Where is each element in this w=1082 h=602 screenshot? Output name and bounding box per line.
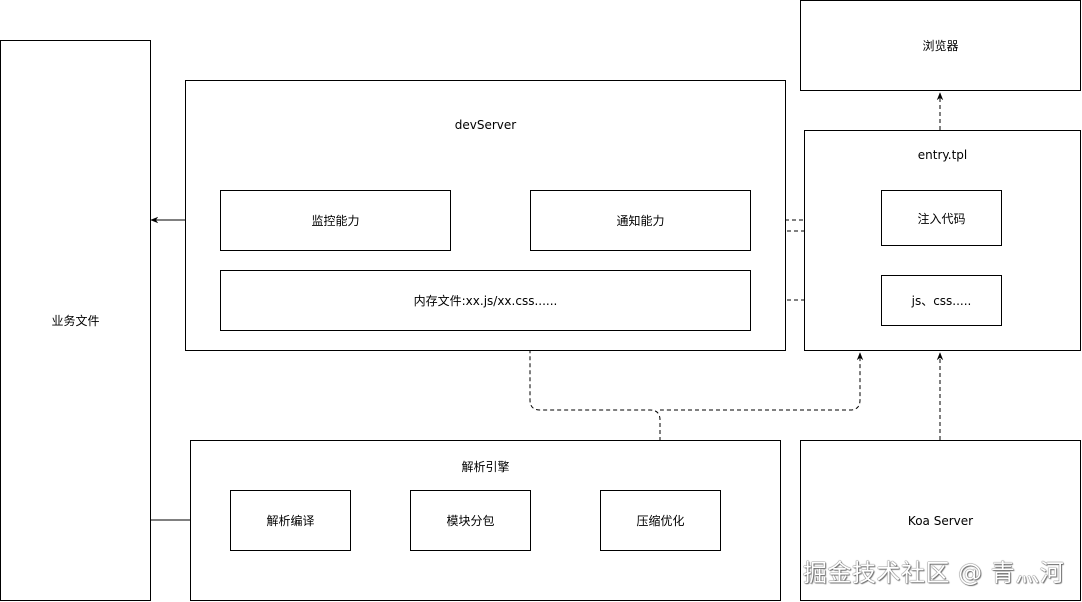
notify-label: 通知能力 [616, 214, 665, 228]
monitor-node: 监控能力 [220, 190, 451, 251]
compress-optimize-node: 压缩优化 [600, 490, 721, 551]
js-css-node: js、css..... [881, 275, 1002, 326]
module-bundle-node: 模块分包 [410, 490, 531, 551]
business-files-node: 业务文件 [0, 40, 151, 601]
parse-compile-node: 解析编译 [230, 490, 351, 551]
watermark: 掘金技术社区 @ 青灬河 [803, 559, 1065, 587]
inject-code-node: 注入代码 [881, 190, 1002, 246]
memory-files-node: 内存文件:xx.js/xx.css...... [220, 270, 751, 331]
entry-tpl-label: entry.tpl [917, 148, 968, 162]
notify-node: 通知能力 [530, 190, 751, 251]
module-bundle-label: 模块分包 [446, 514, 495, 528]
edge-compress-to-memory-files [526, 332, 661, 490]
business-files-label: 业务文件 [51, 314, 100, 328]
js-css-label: js、css..... [911, 294, 972, 308]
inject-code-label: 注入代码 [917, 211, 966, 226]
parse-compile-label: 解析编译 [266, 514, 315, 528]
browser-node: 浏览器 [800, 0, 1081, 91]
dev-server-label: devServer [454, 118, 517, 132]
memory-files-label: 内存文件:xx.js/xx.css...... [413, 294, 558, 308]
compress-optimize-label: 压缩优化 [636, 514, 685, 528]
browser-label: 浏览器 [922, 39, 959, 53]
koa-server-label: Koa Server [907, 513, 974, 528]
edge-compress-to-entry-tpl [660, 352, 864, 411]
parse-engine-label: 解析引擎 [461, 460, 510, 474]
monitor-label: 监控能力 [311, 214, 360, 228]
koa-server-node: Koa Server [800, 440, 1081, 601]
